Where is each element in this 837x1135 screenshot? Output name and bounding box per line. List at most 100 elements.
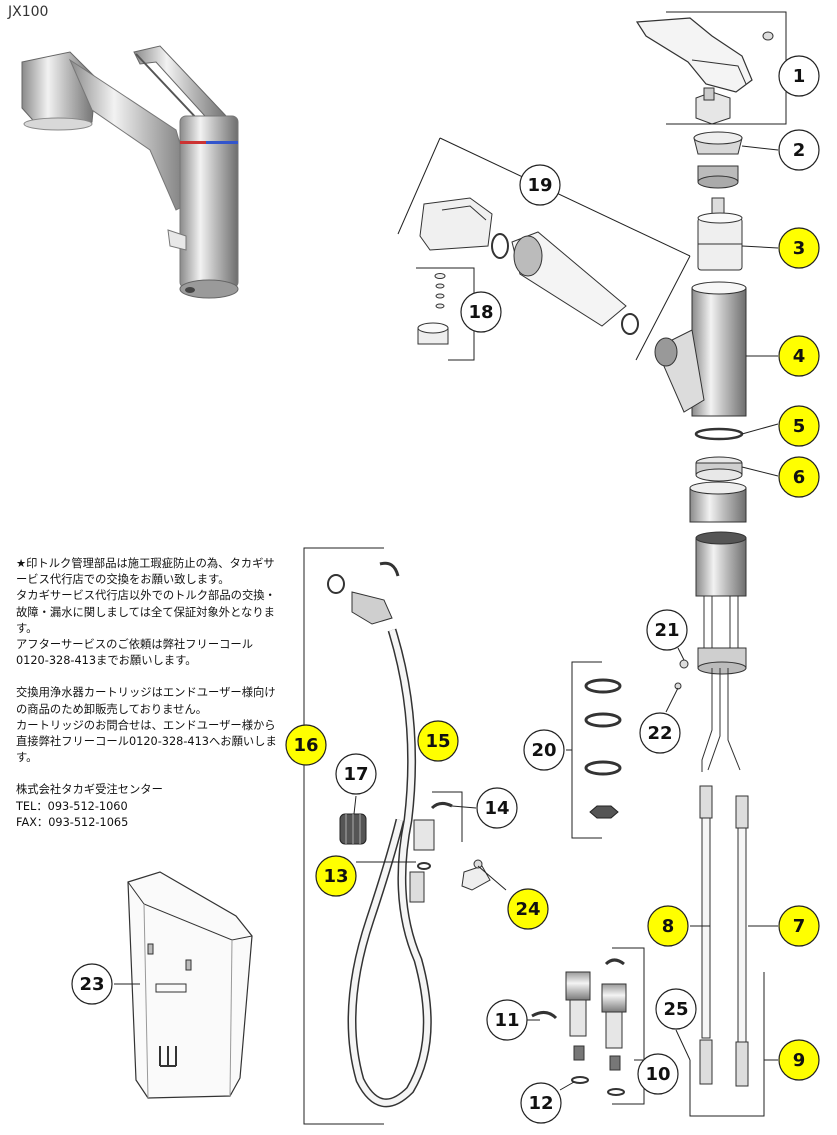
washer-set-part-20 (584, 678, 622, 819)
callout-9: 9 (778, 1039, 820, 1081)
callout-24: 24 (507, 888, 549, 930)
callout-label: 1 (793, 66, 806, 87)
leader-lines (114, 145, 779, 1091)
callout-7: 7 (778, 905, 820, 947)
bracket-part-9 (689, 972, 765, 1117)
note-warranty: タカギサービス代行店以外でのトルク部品の交換・故障・漏水に関しましては全て保証対… (16, 589, 276, 635)
bracket-part-16 (303, 547, 384, 1125)
supply-hoses (701, 668, 741, 772)
callout-label: 8 (662, 916, 675, 937)
bracket-part-10 (612, 947, 645, 1105)
cartridge-part (697, 197, 743, 271)
callout-17: 17 (335, 753, 377, 795)
bracket-part-19 (635, 255, 691, 361)
callout-8: 8 (647, 905, 689, 947)
callout-25: 25 (655, 988, 697, 1030)
callout-circle (778, 129, 820, 171)
long-hoses (699, 785, 749, 1087)
callout-label: 20 (531, 740, 556, 761)
callout-circle (647, 905, 689, 947)
callout-circle (639, 712, 681, 754)
callout-circle (486, 999, 528, 1041)
callout-label: 7 (793, 916, 806, 937)
note-cartridge-contact: カートリッジのお問合せは、エンドユーザー様から直接弊社フリーコール0120-32… (16, 718, 277, 765)
callout-circle (519, 164, 561, 206)
note-torque-parts: ★印トルク管理部品は施工瑕疵防止の為、タカギサービス代行店での交換をお願い致しま… (16, 557, 275, 587)
company-fax: FAX：093-512-1065 (16, 815, 129, 829)
callout-2: 2 (778, 129, 820, 171)
callout-circle (335, 753, 377, 795)
filter-case-part (127, 871, 253, 1099)
callout-18: 18 (460, 291, 502, 333)
callout-23: 23 (71, 963, 113, 1005)
lever-handle-part (635, 17, 774, 125)
callout-label: 3 (793, 238, 806, 259)
callout-circle (507, 888, 549, 930)
spout-head-part (419, 197, 639, 335)
callout-label: 13 (323, 866, 348, 887)
callout-circle (417, 720, 459, 762)
callout-circle (520, 1082, 562, 1124)
bracket-part-19 (439, 137, 691, 257)
strainer-part (339, 813, 367, 845)
callout-4: 4 (778, 335, 820, 377)
hose-assembly-part (327, 561, 432, 1108)
callout-circle (778, 55, 820, 97)
bracket-part-15 (432, 791, 463, 842)
callout-circle (71, 963, 113, 1005)
retaining-ring-part (695, 456, 743, 482)
seal-set-part-18 (417, 273, 449, 345)
faucet-photo (21, 45, 239, 299)
callout-circle (778, 905, 820, 947)
callout-circle (778, 405, 820, 447)
callout-6: 6 (778, 456, 820, 498)
bracket-part-19 (397, 137, 441, 235)
callout-19: 19 (519, 164, 561, 206)
callout-16: 16 (285, 724, 327, 766)
company-tel: TEL：093-512-1060 (16, 799, 128, 813)
notes-block: ★印トルク管理部品は施工瑕疵防止の為、タカギサービス代行店での交換をお願い致しま… (16, 556, 278, 831)
cap-nut-part (693, 131, 743, 189)
callout-label: 19 (527, 175, 552, 196)
note-after-service: アフターサービスのご依頼は弊社フリーコール0120-328-413までお願いしま… (16, 638, 254, 668)
callout-label: 6 (793, 467, 806, 488)
note-cartridge-sales: 交換用浄水器カートリッジはエンドユーザー様向けの商品のため卸販売しておりません。 (16, 686, 276, 716)
callout-label: 23 (79, 974, 104, 995)
fitting-parts (413, 801, 491, 891)
callout-label: 2 (793, 140, 806, 161)
callout-label: 24 (515, 899, 540, 920)
o-ring-part (694, 427, 744, 441)
callout-label: 4 (793, 346, 806, 367)
callout-3: 3 (778, 227, 820, 269)
callout-10: 10 (637, 1053, 679, 1095)
callout-12: 12 (520, 1082, 562, 1124)
callout-13: 13 (315, 855, 357, 897)
callout-20: 20 (523, 729, 565, 771)
collar-part (689, 481, 747, 523)
callout-circle (778, 456, 820, 498)
model-name: JX100 (8, 4, 49, 20)
faucet-body-part (654, 281, 747, 417)
callout-15: 15 (417, 720, 459, 762)
callout-circle (778, 1039, 820, 1081)
callout-circle (460, 291, 502, 333)
callout-circle (476, 787, 518, 829)
callout-label: 25 (663, 999, 688, 1020)
callout-label: 9 (793, 1050, 806, 1071)
callout-circle (778, 227, 820, 269)
callout-circle (646, 609, 688, 651)
callout-label: 12 (528, 1093, 553, 1114)
callout-label: 15 (425, 731, 450, 752)
callout-11: 11 (486, 999, 528, 1041)
callout-5: 5 (778, 405, 820, 447)
callout-circle (637, 1053, 679, 1095)
callout-label: 22 (647, 723, 672, 744)
callout-circle (655, 988, 697, 1030)
callout-label: 5 (793, 416, 806, 437)
callout-circle (315, 855, 357, 897)
callout-14: 14 (476, 787, 518, 829)
callout-1: 1 (778, 55, 820, 97)
connector-parts (531, 958, 627, 1096)
callout-label: 14 (484, 798, 509, 819)
